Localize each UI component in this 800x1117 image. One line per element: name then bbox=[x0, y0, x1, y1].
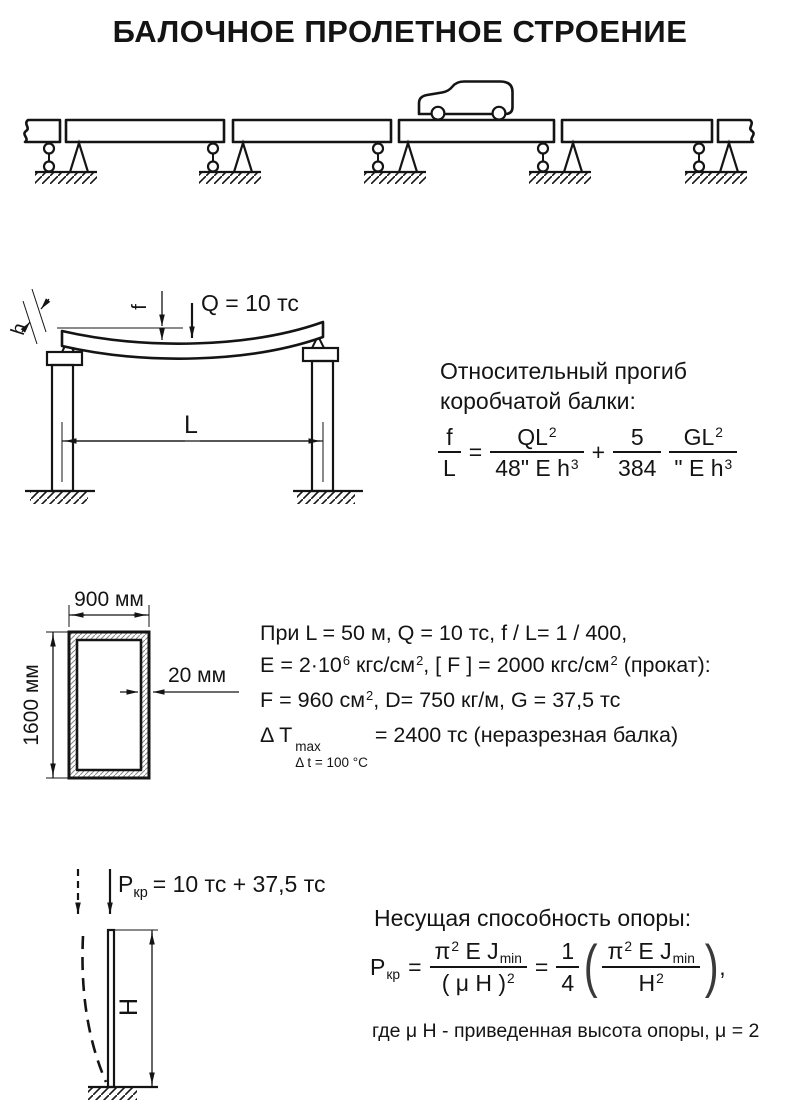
critical-load-label: Pкр= 10 тс + 37,5 тс bbox=[118, 871, 325, 901]
h-label: h bbox=[7, 320, 31, 337]
car-wheel-icon bbox=[430, 105, 446, 121]
fraction-5-384: 5 384 bbox=[613, 424, 662, 482]
parameters-line2: E = 2·106 кгс/см2, [ F ] = 2000 кгс/см2 … bbox=[260, 652, 711, 677]
ground-hatch bbox=[297, 491, 355, 504]
load-arrow: Q = 10 тс bbox=[189, 290, 299, 338]
ground-hatch bbox=[364, 172, 426, 184]
pin-support-icon bbox=[68, 139, 90, 174]
roller-support-icon bbox=[206, 142, 220, 173]
f-dimension: f bbox=[129, 291, 165, 340]
deflection-diagram: f Q = 10 тс h L bbox=[7, 288, 363, 504]
pier-support bbox=[529, 139, 591, 184]
f-label: f bbox=[129, 304, 151, 310]
roller-support-icon bbox=[692, 142, 706, 173]
ground-hatch bbox=[199, 172, 261, 184]
ground-hatch bbox=[685, 172, 747, 184]
equals-sign: = bbox=[534, 953, 549, 980]
pin-support-icon bbox=[718, 139, 740, 174]
deflection-formula: f L = QL2 48" E h3 + 5 384 GL2 " E h3 bbox=[438, 424, 738, 482]
parameters-line3: F = 960 см2, D= 750 кг/м, G = 37,5 тс bbox=[260, 687, 621, 712]
bearing-icon bbox=[310, 333, 326, 349]
height-dimension: 1600 мм bbox=[20, 631, 68, 779]
box-inner-outline bbox=[75, 638, 143, 772]
roller-support-icon bbox=[371, 142, 385, 173]
pin-support-icon bbox=[562, 139, 584, 174]
parameters-text: При L = 50 м, Q = 10 тс, f / L= 1 / 400,… bbox=[260, 617, 711, 770]
height-label: 1600 мм bbox=[20, 664, 43, 745]
pin-support-icon bbox=[397, 139, 419, 174]
page-title: БАЛОЧНОЕ ПРОЛЕТНОЕ СТРОЕНИЕ bbox=[112, 14, 688, 49]
span-label: L bbox=[184, 411, 198, 439]
car-icon bbox=[417, 80, 514, 121]
beam-stub-left bbox=[23, 118, 62, 144]
fraction-term1: QL2 48" E h3 bbox=[490, 424, 584, 482]
beam-segment bbox=[560, 118, 714, 144]
plus-sign: + bbox=[591, 439, 606, 466]
right-column bbox=[293, 346, 363, 504]
beam-segment bbox=[64, 118, 226, 144]
buckled-shape bbox=[81, 935, 108, 1083]
car-wheel-icon bbox=[491, 105, 507, 121]
p-critical-symbol: Pкр bbox=[370, 953, 401, 982]
critical-load-arrow: Pкр= 10 тс + 37,5 тс bbox=[75, 869, 325, 914]
open-paren: ( bbox=[583, 934, 598, 999]
box-outer-outline bbox=[67, 630, 151, 780]
comma: , bbox=[719, 953, 726, 980]
fraction-quarter: 1 4 bbox=[556, 938, 580, 996]
ground-hatch bbox=[30, 491, 88, 504]
pier-support bbox=[364, 139, 426, 184]
ground-hatch bbox=[35, 172, 97, 184]
width-label: 900 мм bbox=[74, 588, 144, 611]
beam-segments bbox=[23, 118, 755, 144]
close-paren: ) bbox=[704, 934, 719, 999]
pier-column bbox=[106, 928, 116, 1089]
thickness-dimension: 20 мм bbox=[120, 664, 239, 695]
ground-hatch bbox=[88, 1087, 137, 1100]
pier-support bbox=[685, 139, 747, 184]
thickness-label: 20 мм bbox=[168, 664, 226, 687]
beam-segment bbox=[397, 118, 556, 144]
parameters-line1: При L = 50 м, Q = 10 тс, f / L= 1 / 400, bbox=[260, 621, 628, 645]
fraction-euler-reduced: π2 E Jmin H2 bbox=[602, 938, 700, 996]
ground-hatch bbox=[529, 172, 591, 184]
box-wall-hatch bbox=[69, 632, 149, 778]
support-formula: Pкр = π2 E Jmin ( μ H )2 = 1 4 ( π2 E Jm… bbox=[370, 938, 726, 996]
support-footnote: где μ H - приведенная высота опоры, μ = … bbox=[372, 1020, 760, 1042]
roller-support-icon bbox=[536, 142, 550, 173]
pin-support-icon bbox=[232, 139, 254, 174]
support-caption: Несущая способность опоры: bbox=[374, 905, 692, 931]
caption-line: коробчатой балки: bbox=[440, 388, 636, 414]
deflected-beam bbox=[60, 320, 325, 360]
span-dimension: L bbox=[61, 411, 324, 482]
column-buckling-diagram: Pкр= 10 тс + 37,5 тс H bbox=[75, 869, 325, 1100]
deflection-caption: Относительный прогиб коробчатой балки: bbox=[440, 356, 687, 416]
column-height-label: H bbox=[115, 998, 143, 1016]
beam-segment bbox=[231, 118, 393, 144]
fraction-euler: π2 E Jmin ( μ H )2 bbox=[429, 938, 527, 996]
roller-support-icon bbox=[42, 142, 56, 173]
cross-section-diagram: 900 мм 1600 мм 20 мм bbox=[20, 588, 239, 780]
fraction-f-over-L: f L bbox=[438, 424, 461, 482]
bridge-diagram bbox=[23, 80, 755, 184]
load-label: Q = 10 тс bbox=[201, 290, 299, 316]
caption-line: Относительный прогиб bbox=[440, 358, 687, 384]
pier-support bbox=[35, 139, 97, 184]
column-height-dimension: H bbox=[114, 929, 158, 1087]
beam-stub-right bbox=[716, 118, 755, 144]
equals-sign: = bbox=[468, 439, 483, 466]
equals-sign: = bbox=[408, 953, 422, 980]
pier-support bbox=[199, 139, 261, 184]
left-column bbox=[25, 350, 95, 504]
fraction-term3: GL2 " E h3 bbox=[669, 424, 738, 482]
width-dimension: 900 мм bbox=[68, 588, 150, 627]
h-dimension: h bbox=[7, 288, 51, 345]
